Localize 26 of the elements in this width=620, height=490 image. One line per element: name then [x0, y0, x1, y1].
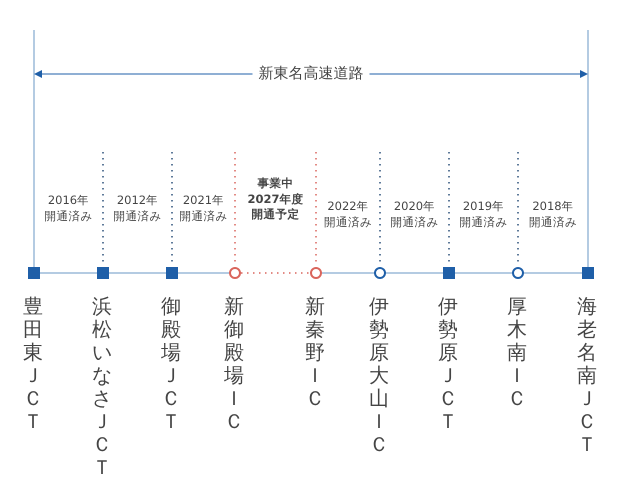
edge-label: 2016年開通済み — [44, 193, 94, 224]
road-segment — [40, 272, 97, 274]
edge-label: 2020年開通済み — [390, 199, 440, 230]
station-name: 豊田東ＪＣＴ — [23, 295, 43, 433]
station-name: 伊勢原大山ＩＣ — [369, 295, 389, 456]
road-segment — [455, 272, 512, 274]
station-name: 厚木南ＩＣ — [507, 295, 527, 410]
station-name: 新秦野ＩＣ — [305, 295, 325, 410]
road-segment — [322, 272, 374, 274]
station-name: 新御殿場ＩＣ — [224, 295, 244, 433]
station-name: 海老名南ＪＣＴ — [577, 295, 597, 456]
edge-label: 2012年開通済み — [112, 193, 162, 224]
edge-label: 2022年開通済み — [323, 199, 373, 230]
road-segment — [241, 272, 310, 274]
edge-label: 2018年開通済み — [528, 199, 578, 230]
road-segment — [524, 272, 582, 274]
edge-label: 2019年開通済み — [458, 199, 508, 230]
station-name: 伊勢原ＪＣＴ — [438, 295, 458, 433]
edge-label: 2021年開通済み — [178, 193, 228, 224]
edge-label: 事業中2027年度開通予定 — [246, 176, 304, 223]
road-segment — [178, 272, 229, 274]
station-name: 浜松いなさＪＣＴ — [92, 295, 112, 479]
road-segment — [386, 272, 443, 274]
road-segment — [109, 272, 166, 274]
road-name: 新東名高速道路 — [252, 64, 370, 83]
station-name: 御殿場ＪＣＴ — [161, 295, 181, 433]
